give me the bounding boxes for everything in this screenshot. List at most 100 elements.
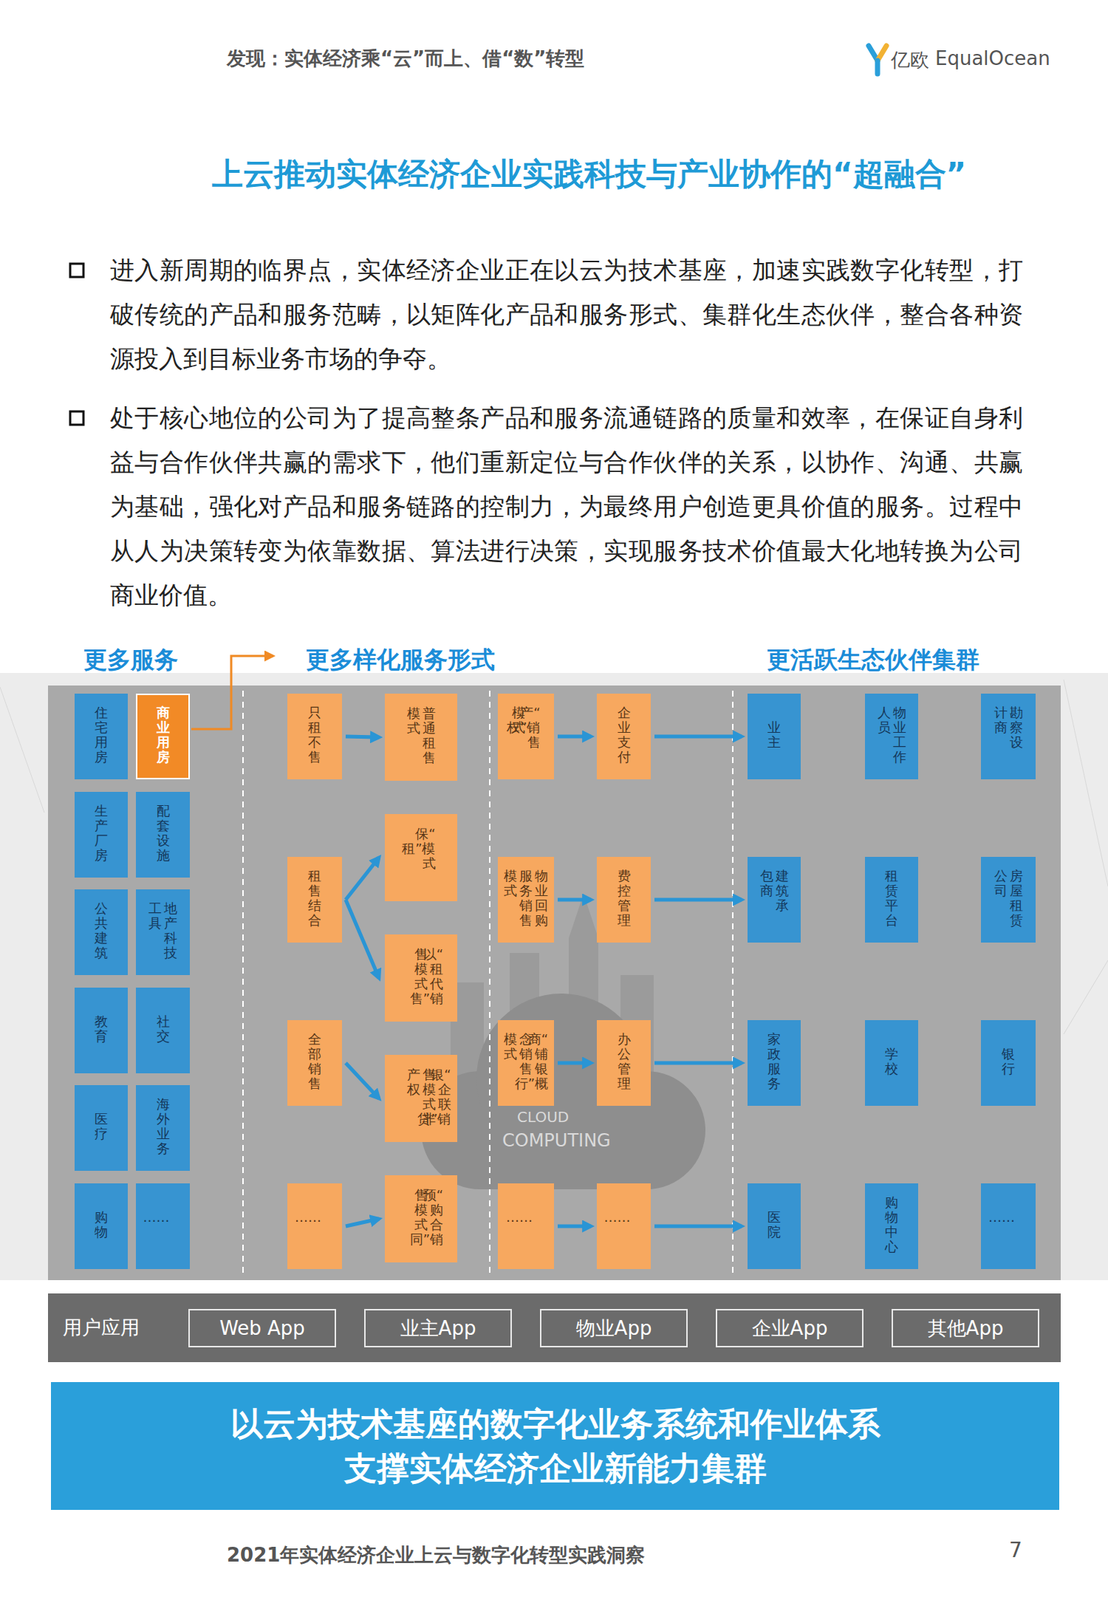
- service-box: 企业支付: [596, 693, 651, 780]
- vertical-label: 地产科技工具: [148, 901, 178, 963]
- vertical-label: 房屋租赁公司: [994, 868, 1024, 930]
- app-button: Web App: [188, 1308, 337, 1348]
- service-box: 全部销售: [287, 1020, 343, 1106]
- vertical-label: 教育: [94, 1014, 108, 1047]
- service-box: “保租”模式: [384, 814, 458, 902]
- vertical-label: 物业回购服务销售模式: [503, 868, 549, 930]
- flow-arrow: [557, 1224, 591, 1229]
- service-box: “银企联贷”销售模式非产权: [384, 1054, 458, 1142]
- vertical-label: 办公管理: [617, 1031, 631, 1094]
- category-box: 海外业务: [135, 1085, 190, 1171]
- flow-arrow: [345, 857, 379, 900]
- service-box: ……: [497, 1183, 554, 1270]
- category-box: 社交: [135, 987, 190, 1074]
- vertical-label: ……: [519, 1209, 533, 1243]
- bullet-paragraph: 处于核心地位的公司为了提高整条产品和服务流通链路的质量和效率，在保证自身利益与合…: [110, 395, 1024, 618]
- vertical-label: “保租”模式: [407, 826, 436, 888]
- vertical-label: 费控管理: [617, 868, 631, 930]
- vertical-label: 租赁平台: [884, 868, 899, 930]
- vertical-label: 配套设施: [156, 803, 170, 865]
- bullet-square: [70, 263, 84, 277]
- box-label: 业主App: [400, 1315, 477, 1342]
- category-box: ……: [135, 1183, 190, 1270]
- page-number: 7: [1009, 1537, 1023, 1563]
- vertical-label: “产权”销售模式: [511, 705, 541, 767]
- bullet-paragraph: 进入新周期的临界点，实体经济企业正在以云为技术基座，加速实践数字化转型，打破传统…: [110, 248, 1024, 382]
- vertical-label: 业主: [767, 720, 781, 753]
- service-box: “商铺银行”概念销售模式: [497, 1020, 554, 1106]
- category-box: 勘察设计商: [980, 693, 1036, 780]
- flow-arrow: [345, 899, 379, 978]
- category-box: 银行: [980, 1020, 1036, 1106]
- category-box: 学校: [864, 1020, 919, 1106]
- category-box: 租赁平台: [864, 856, 919, 943]
- box-label: 物业App: [576, 1315, 653, 1342]
- category-box: 建筑承包商: [747, 856, 801, 943]
- page-header: 发现：实体经济乘“云”而上、借“数”转型: [226, 45, 585, 72]
- vertical-label: 企业支付: [617, 705, 631, 767]
- service-box: 普通租售模式: [384, 693, 458, 781]
- app-button: 业主App: [364, 1308, 512, 1348]
- flow-arrow: [557, 1061, 591, 1066]
- app-button: 企业App: [715, 1308, 864, 1348]
- category-box: 购物: [74, 1183, 128, 1270]
- logo-text: EqualOcean: [935, 47, 1051, 70]
- flow-arrow: [654, 1061, 742, 1066]
- category-box: 医疗: [74, 1085, 128, 1171]
- box-label: 以云为技术基座的数字化业务系统和作业体系 支撑实体经济企业新能力集群: [223, 1401, 888, 1490]
- box-label: Web App: [219, 1317, 306, 1340]
- vertical-label: “以租代售”销售模式: [398, 946, 444, 1009]
- category-box: 医院: [747, 1183, 801, 1270]
- vertical-label: 学校: [884, 1046, 899, 1080]
- watermark: CLOUD: [517, 1109, 569, 1125]
- flow-arrow: [345, 1218, 379, 1227]
- category-box: 业主: [747, 693, 801, 780]
- category-box: 家政服务: [747, 1020, 801, 1106]
- vertical-label: 医疗: [94, 1111, 108, 1145]
- vertical-label: 普通租售模式: [407, 706, 436, 768]
- vertical-label: 银行: [1001, 1046, 1015, 1080]
- highlight-box: 商业用房: [135, 693, 190, 780]
- vertical-label: ……: [156, 1209, 170, 1243]
- category-box: 房屋租赁公司: [980, 856, 1036, 943]
- light-band: [0, 672, 1108, 1281]
- service-box: ……: [596, 1183, 651, 1270]
- vertical-label: 社交: [156, 1014, 170, 1047]
- category-box: 购物中心: [864, 1183, 919, 1270]
- box-label: 其他App: [927, 1315, 1004, 1342]
- flow-arrow: [654, 898, 742, 902]
- category-box: 住宅用房: [74, 693, 128, 780]
- logo-text: 亿欧: [890, 47, 930, 74]
- app-button: 物业App: [539, 1308, 688, 1348]
- page-title: 上云推动实体经济企业实践科技与产业协作的“超融合”: [211, 153, 967, 196]
- vertical-label: 租售结合: [308, 868, 322, 930]
- vertical-label: 购物: [94, 1209, 108, 1243]
- service-box: 租售结合: [287, 856, 343, 943]
- section-divider: [243, 690, 733, 1275]
- vertical-label: 物业工作人员: [877, 705, 907, 767]
- category-box: 地产科技工具: [135, 889, 190, 976]
- service-box: “产权”销售模式: [497, 693, 554, 780]
- vertical-label: 公共建筑: [94, 901, 108, 963]
- flow-arrow: [654, 734, 742, 739]
- vertical-label: ……: [308, 1209, 322, 1243]
- service-box: 办公管理: [596, 1020, 651, 1106]
- category-box: 教育: [74, 987, 128, 1074]
- vertical-label: 家政服务: [767, 1031, 781, 1094]
- vertical-label: 建筑承包商: [760, 868, 789, 930]
- vertical-label: 只租不售: [308, 705, 322, 767]
- vertical-label: 全部销售: [308, 1031, 322, 1094]
- category-box: 物业工作人员: [864, 693, 919, 780]
- section-heading: 更多样化服务形式: [305, 644, 495, 677]
- vertical-label: 生产厂房: [94, 803, 108, 865]
- flow-arrow: [345, 1062, 379, 1099]
- section-heading: 更活跃生态伙伴集群: [766, 644, 980, 677]
- vertical-label: “银企联贷”销售模式非产权: [391, 1067, 452, 1129]
- vertical-label: 商业用房: [156, 705, 170, 767]
- box-label: 企业App: [751, 1315, 829, 1342]
- section-heading: 更多服务: [83, 644, 179, 677]
- vertical-label: “商铺银行”概念销售模式: [503, 1031, 549, 1094]
- service-box: “预购合同”销售模式: [384, 1175, 458, 1263]
